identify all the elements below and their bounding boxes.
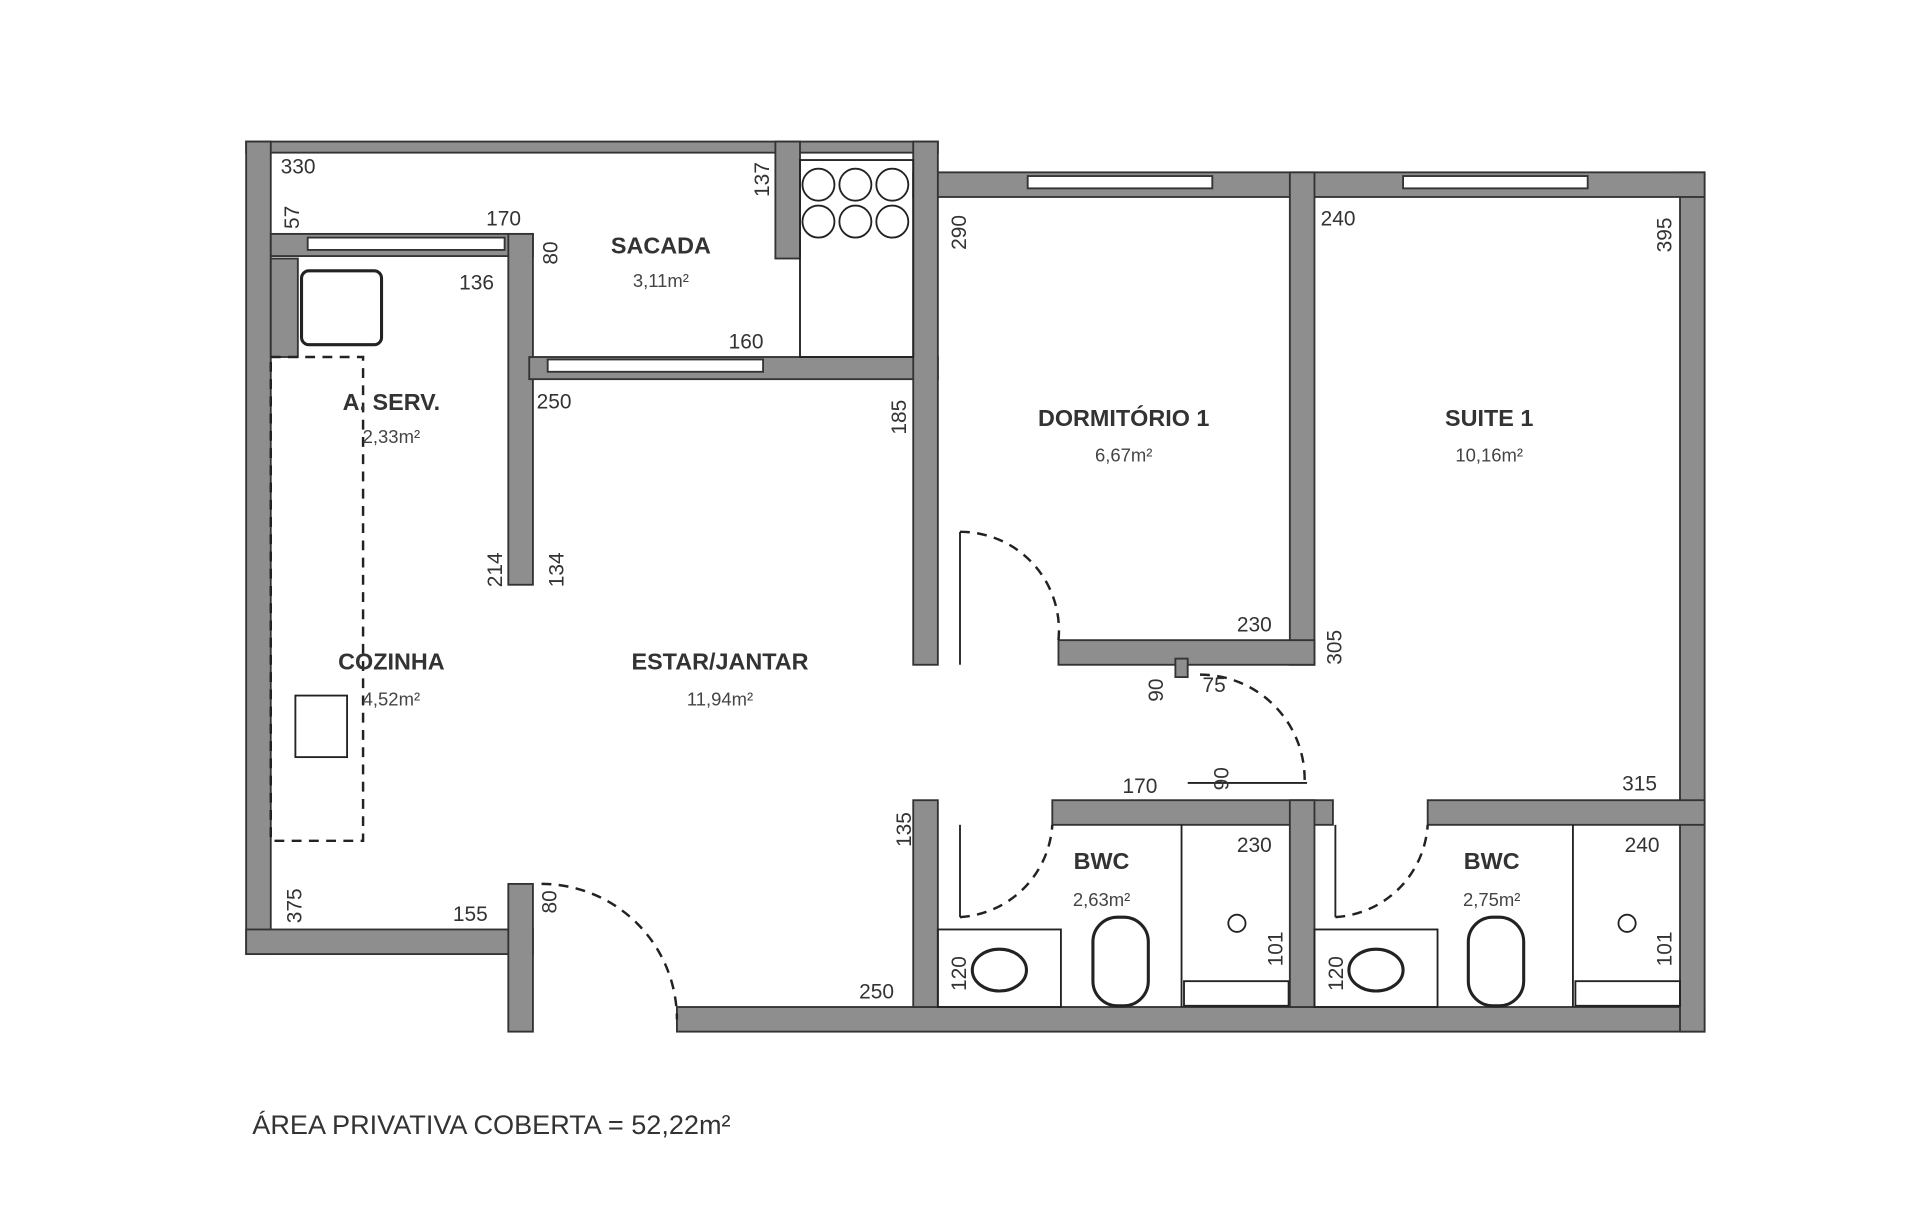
dimension: 250 [859,980,894,1003]
dimension: 230 [1237,614,1272,637]
dimension: 57 [281,206,304,229]
room-area: 2,75m² [1463,889,1520,910]
dimension: 240 [1321,207,1356,230]
room-labels: SACADA 3,11m² A. SERV. 2,33m² COZINHA 4,… [338,233,1533,910]
dimension: 375 [284,888,307,923]
dimension: 240 [1625,834,1660,857]
kitchen-counter [269,355,365,843]
toilet-icon [1466,915,1526,1008]
dimension: 160 [729,330,764,353]
sink-icon [1347,947,1405,993]
dimension: 250 [537,391,572,414]
heater-icon [801,167,910,239]
stove-icon [294,694,348,759]
room-area: 6,67m² [1095,445,1152,466]
fixtures [269,159,1681,1008]
dimension: 170 [486,207,521,230]
room-name: DORMITÓRIO 1 [1038,404,1209,431]
dimension: 134 [546,552,569,587]
dimension: 315 [1622,772,1657,795]
dimension: 185 [888,400,911,435]
dimension: 135 [893,812,916,847]
dimension: 137 [751,162,774,197]
room-name: A. SERV. [343,389,440,415]
dimension: 101 [1653,932,1676,967]
dimension: 120 [1325,956,1348,991]
dimension: 305 [1324,630,1347,665]
dimension: 101 [1264,932,1287,967]
dimension: 75 [1202,674,1225,697]
dimension: 155 [453,903,488,926]
room-area: 2,63m² [1073,889,1130,910]
shower-icon [1574,980,1681,1007]
dimension: 80 [540,241,563,264]
dimension: 170 [1122,775,1157,798]
toilet-icon [1091,915,1150,1008]
room-area: 10,16m² [1455,445,1523,466]
dimensions: 330 57 170 80 137 136 160 250 185 290 24… [281,156,1677,1004]
room-area: 4,52m² [363,688,420,709]
doors [541,530,1429,1020]
dimension: 214 [484,552,507,587]
room-name: COZINHA [338,649,445,675]
dimension: 395 [1653,217,1676,252]
dimension: 90 [1210,767,1233,790]
dimension: 330 [281,156,316,179]
dimension: 80 [538,890,561,913]
room-name: SUITE 1 [1445,405,1533,431]
room-name: ESTAR/JANTAR [631,649,808,675]
room-area: 2,33m² [363,426,420,447]
room-area: 11,94m² [687,688,753,709]
room-name: BWC [1074,848,1130,874]
total-area-label: ÁREA PRIVATIVA COBERTA = 52,22m² [252,1109,730,1140]
dimension: 120 [948,956,971,991]
sink-icon [970,947,1028,993]
room-name: BWC [1464,848,1520,874]
shower-icon [1183,980,1290,1007]
windows [306,175,1589,373]
room-area: 3,11m² [633,270,689,291]
room-name: SACADA [611,233,711,259]
washing-machine-icon [300,269,384,347]
walls [245,140,1706,1033]
dimension: 136 [459,271,494,294]
dimension: 290 [948,215,971,250]
dimension: 230 [1237,834,1272,857]
dimension: 90 [1145,678,1168,701]
